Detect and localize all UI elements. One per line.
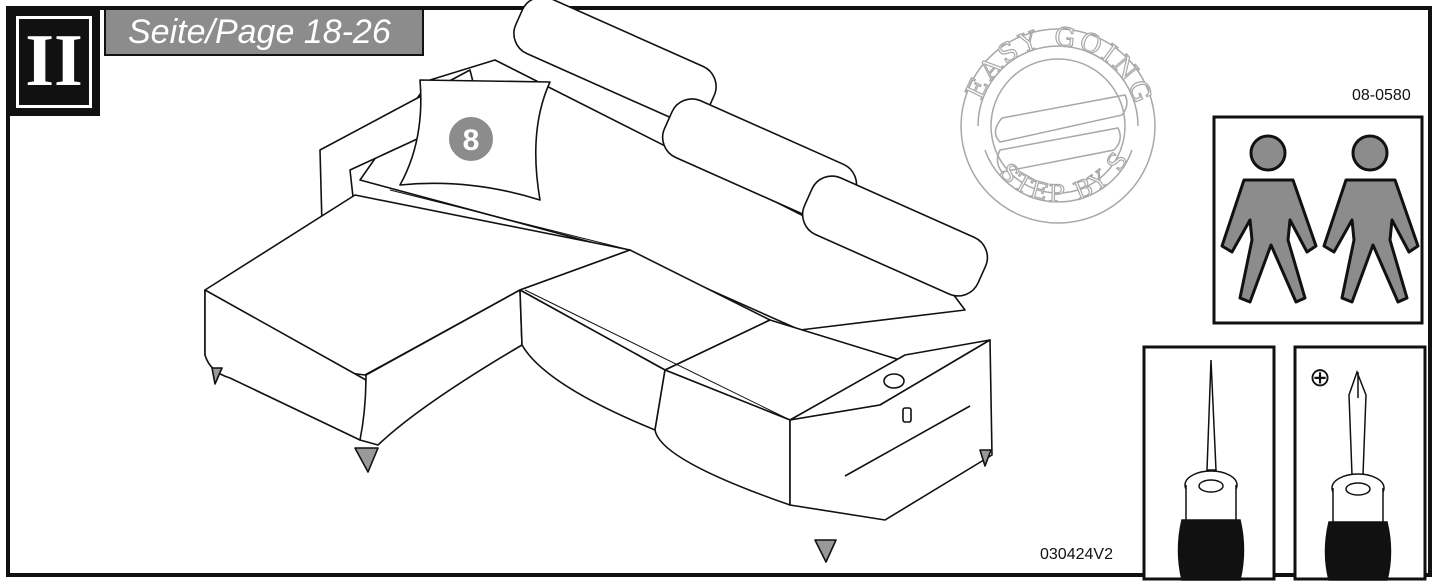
svg-text:EASY GOING: EASY GOING xyxy=(961,22,1158,109)
version-code: 030424V2 xyxy=(1040,546,1113,563)
awl-icon xyxy=(1177,359,1245,581)
chaise-base xyxy=(359,289,523,446)
leg-back-right xyxy=(979,449,992,467)
page-reference-label: Seite/Page 18-26 xyxy=(104,8,424,56)
headrest-right xyxy=(801,175,989,297)
step-number-badge: II xyxy=(8,8,100,116)
sofa-right-armrest-front xyxy=(789,339,993,521)
pillow-callout-number: 8 xyxy=(463,124,480,157)
headrest-left xyxy=(513,0,717,124)
two-persons-icon xyxy=(1220,134,1420,304)
step-roman-numeral: II xyxy=(16,16,92,108)
leg-front-middle xyxy=(814,539,837,563)
phillips-symbol: ⊕ xyxy=(1309,363,1331,393)
pillow-callout-circle xyxy=(447,115,495,163)
leg-front-left xyxy=(354,447,379,473)
leg-back-left xyxy=(211,367,223,385)
armrest-button xyxy=(902,407,912,423)
easy-going-stamp xyxy=(960,28,1156,224)
article-number: 08-0580 xyxy=(1352,87,1411,104)
stamp-top-text: EASY GOING xyxy=(960,22,1156,110)
armrest-wireless-charger xyxy=(883,373,905,389)
phillips-screwdriver-icon xyxy=(1324,369,1392,581)
